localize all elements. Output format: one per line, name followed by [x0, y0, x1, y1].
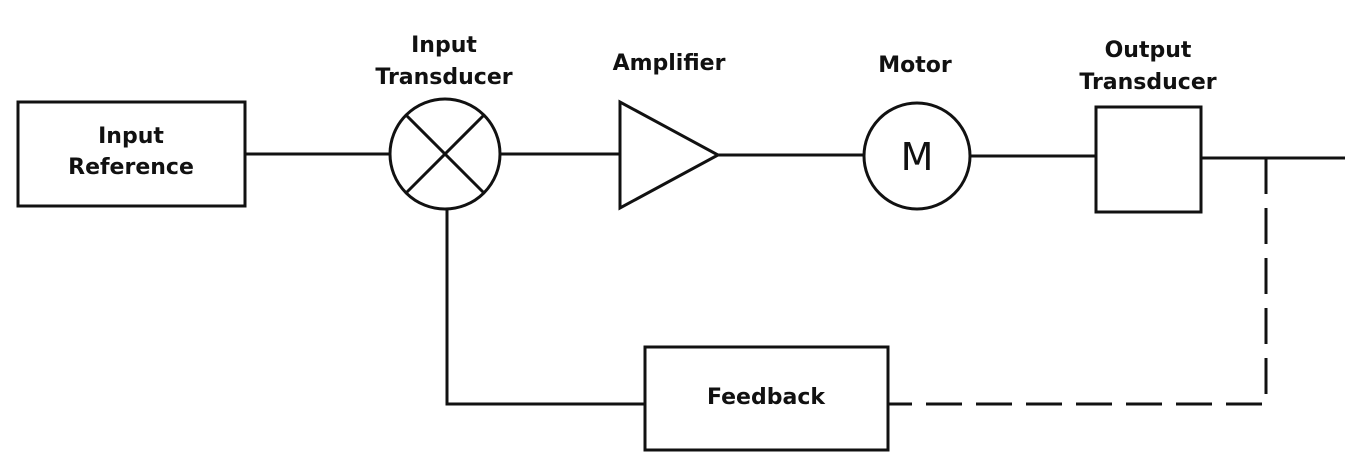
motor-symbol: M [901, 135, 934, 179]
amplifier-label: Amplifier [613, 51, 726, 76]
feedback-return-path [888, 158, 1268, 406]
motor-label: Motor [878, 53, 952, 78]
input-transducer-label-line1: Input [411, 33, 477, 58]
output-transducer-label-line1: Output [1105, 38, 1192, 63]
junction-cross-b [404, 113, 486, 195]
input-reference-block [16, 100, 247, 208]
amplifier-triangle [618, 99, 722, 211]
input-reference-label-line1: Input [98, 124, 164, 149]
feedback-label: Feedback [707, 385, 826, 410]
output-transducer-block [1094, 105, 1203, 214]
input-reference-label-line2: Reference [68, 155, 194, 180]
input-transducer-label-line2: Transducer [375, 65, 512, 90]
feedback-block [643, 345, 890, 452]
motor-circle [862, 101, 972, 211]
wire-feedback-to-transducer [445, 210, 645, 406]
output-transducer-label-line2: Transducer [1079, 70, 1216, 95]
